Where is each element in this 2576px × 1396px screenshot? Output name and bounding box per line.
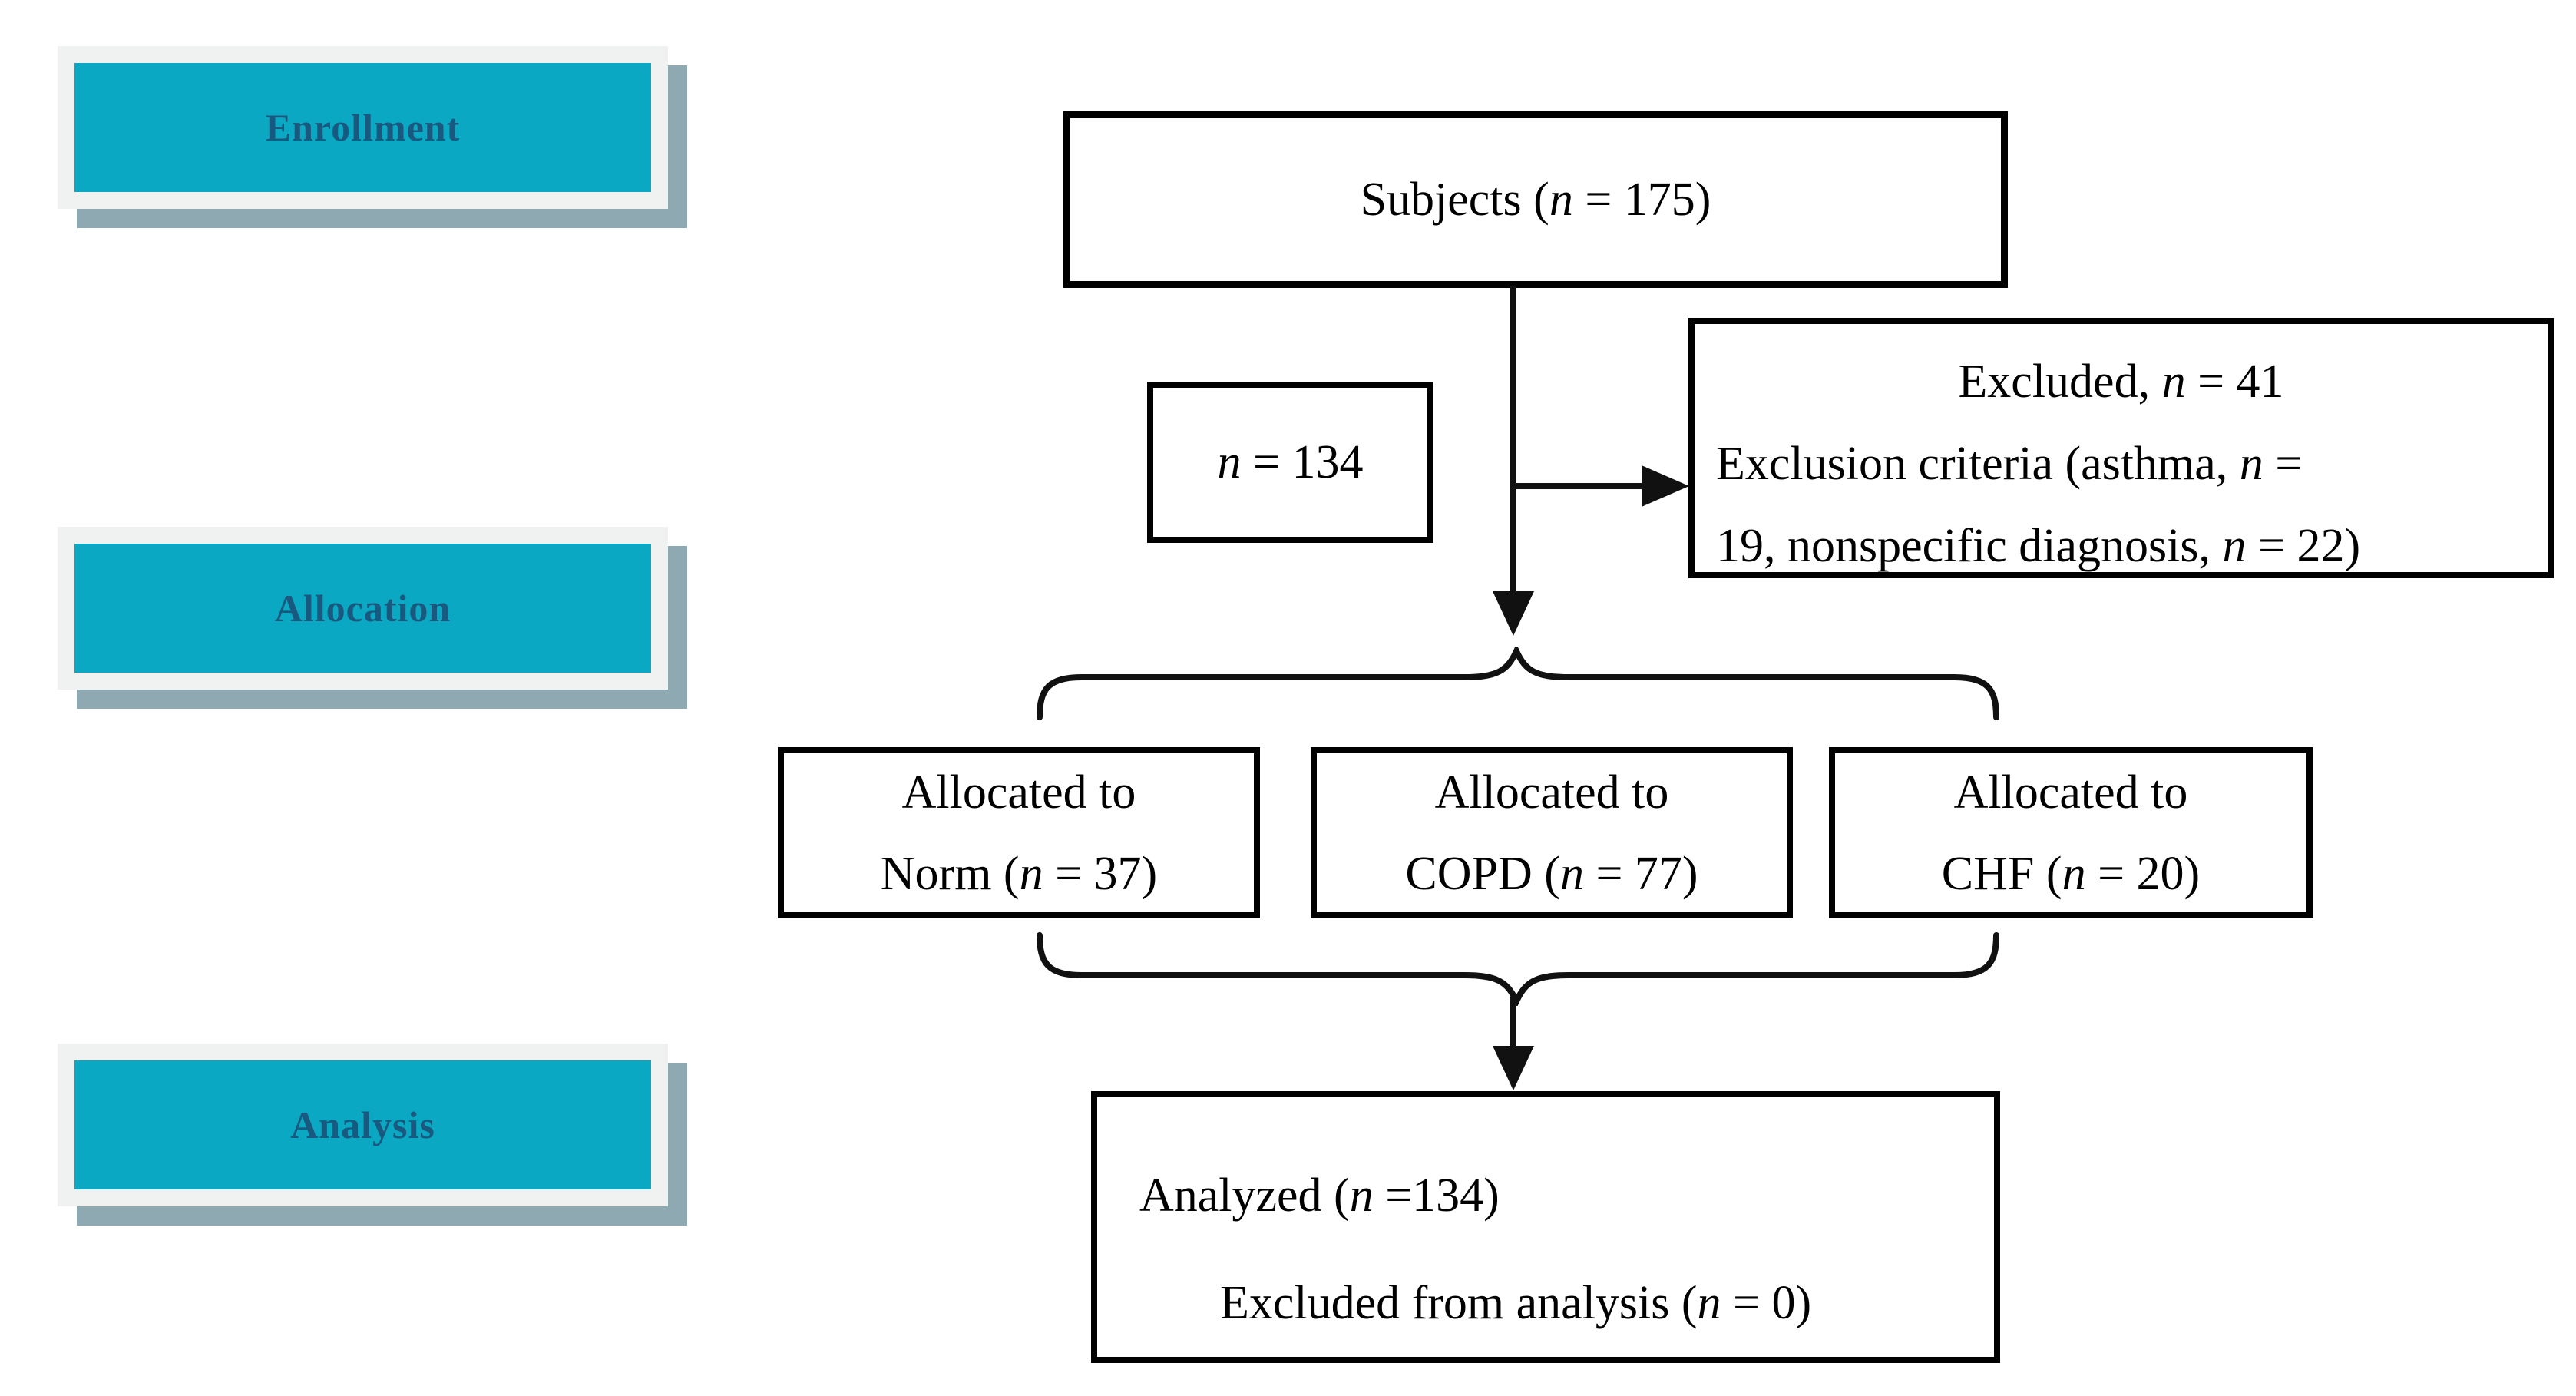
stage-label-enrollment: Enrollment [265,106,461,149]
stage-box-enrollment-fill: Enrollment [74,63,651,192]
subjects-down-connector-line [1510,286,1516,594]
allocated-copd-line-2: COPD (n = 77) [1405,847,1698,900]
n134-box: n = 134 [1147,382,1433,543]
subjects-box: Subjects (n = 175) [1063,111,2008,288]
stage-box-analysis-fill: Analysis [74,1060,651,1189]
excluded-box: Excluded, n = 41 Exclusion criteria (ast… [1688,318,2554,578]
stage-box-allocation-fill: Allocation [74,544,651,673]
stage-box-enrollment: Enrollment [58,46,668,209]
arrowhead-to-analyzed-icon [1493,1046,1534,1090]
allocated-norm-line-2: Norm (n = 37) [880,847,1158,900]
stage-box-analysis: Analysis [58,1044,668,1206]
analysis-down-connector-line [1510,997,1516,1050]
stage-label-analysis: Analysis [290,1103,435,1146]
arrowhead-to-allocation-icon [1493,591,1534,636]
stage-label-allocation: Allocation [274,587,451,630]
arrowhead-to-excluded-icon [1642,465,1689,507]
allocated-copd-line-1: Allocated to [1434,766,1669,819]
subjects-text: Subjects (n = 175) [1360,173,1711,226]
allocated-chf-box: Allocated to CHF (n = 20) [1829,747,2313,918]
allocated-norm-box: Allocated to Norm (n = 37) [778,747,1260,918]
excluded-line-3: 19, nonspecific diagnosis, n = 22) [1716,520,2361,572]
bottom-curly-brace [1037,932,1999,1006]
top-curly-brace [1037,647,1999,720]
stage-box-allocation: Allocation [58,527,668,690]
excluded-branch-line [1513,483,1644,489]
excluded-line-2: Exclusion criteria (asthma, n = [1716,438,2303,490]
excluded-line-1: Excluded, n = 41 [1958,356,2284,408]
analyzed-line-1: Analyzed (n =134) [1139,1169,1500,1222]
allocated-norm-line-1: Allocated to [901,766,1136,819]
allocated-chf-line-1: Allocated to [1953,766,2188,819]
n134-text: n = 134 [1217,435,1364,488]
analyzed-box: Analyzed (n =134) Excluded from analysis… [1091,1091,2000,1363]
allocated-chf-line-2: CHF (n = 20) [1941,847,2201,900]
analyzed-line-2: Excluded from analysis (n = 0) [1220,1277,1812,1329]
allocated-copd-box: Allocated to COPD (n = 77) [1311,747,1793,918]
